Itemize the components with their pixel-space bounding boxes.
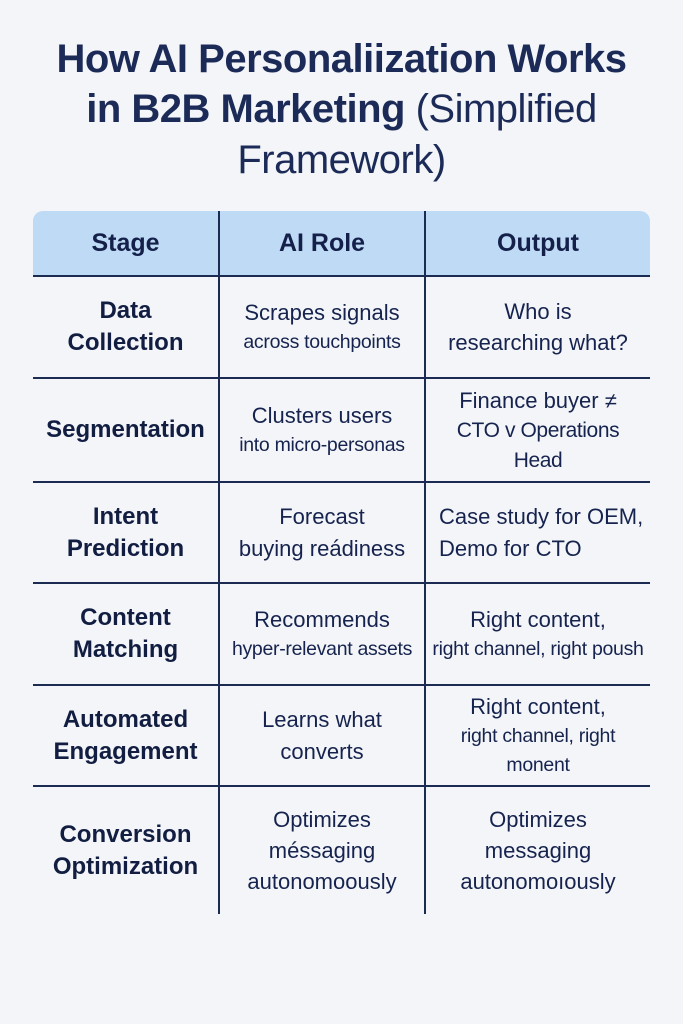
cell-ai-role: Clusters users into micro-personas [218, 377, 424, 482]
cell-stage: Automated Engagement [33, 684, 218, 785]
cell-line: Scrapes signals [244, 299, 400, 325]
cell-line: Optimizes [273, 806, 371, 832]
cell-line: CTO v Operations Head [456, 418, 620, 472]
cell-ai-role: Recommends hyper-relevant assets [218, 582, 424, 685]
header-cell-stage: Stage [33, 211, 218, 276]
cell-line: Case study for OEM, [439, 504, 644, 530]
cell-line: Demo for CTO [439, 535, 582, 561]
cell-stage: Conversion Optimization [33, 785, 218, 914]
cell-line: autonomoıously [460, 869, 616, 895]
page-title-subtitle: (Simplified Framework) [237, 87, 597, 182]
cell-line: right channel, right monent [460, 725, 616, 777]
page-title-main: How AI Personaliization Works in B2B Mar… [56, 37, 627, 132]
cell-line: Right content, [470, 693, 606, 719]
cell-output: Finance buyer ≠ CTO v Operations Head [424, 377, 650, 482]
cell-line: right channel, right poush [432, 638, 644, 661]
cell-line: across touchpoints [243, 331, 401, 354]
cell-output: Who is researching what? [424, 275, 650, 378]
cell-output: Right content, right channel, right pous… [424, 582, 650, 685]
cell-line: buying reádiness [238, 535, 406, 561]
header-cell-output: Output [424, 211, 650, 276]
cell-stage: Data Collection [33, 275, 218, 377]
cell-line: Clusters users [251, 402, 393, 428]
cell-ai-role: Optimizes méssaging autonomoously [218, 785, 424, 915]
cell-line: autonomoously [247, 869, 397, 895]
page-title: How AI Personaliization Works in B2B Mar… [35, 0, 649, 185]
cell-ai-role: Scrapes signals across touchpoints [218, 275, 424, 378]
cell-line: researching what? [448, 330, 628, 356]
cell-line: into micro-personas [239, 434, 405, 457]
cell-line: hyper-relevant assets [231, 638, 413, 661]
cell-stage: Intent Prediction [33, 481, 218, 582]
cell-ai-role: Learns what converts [218, 684, 424, 786]
cell-output: Case study for OEM, Demo for CTO [424, 481, 650, 583]
cell-line: Who is [504, 298, 572, 324]
cell-line: méssaging [268, 838, 376, 864]
cell-line: Finance buyer ≠ [459, 387, 617, 413]
cell-output: Right content, right channel, right mone… [424, 684, 650, 786]
cell-stage: Content Matching [33, 582, 218, 684]
header-cell-ai-role: AI Role [218, 211, 424, 276]
cell-stage: Segmentation [33, 377, 218, 481]
cell-line: Learns what [262, 707, 382, 733]
cell-line: messaging [484, 838, 592, 864]
cell-line: Forecast [279, 504, 365, 530]
cell-output: Optimizes messaging autonomoıously [424, 785, 650, 915]
cell-ai-role: Forecast buying reádiness [218, 481, 424, 583]
framework-table: Stage AI Role Output Data Collection Scr… [33, 211, 650, 915]
cell-line: Right content, [470, 606, 606, 632]
cell-line: converts [280, 738, 364, 764]
cell-line: Recommends [254, 606, 390, 632]
cell-line: Optimizes [489, 806, 587, 832]
